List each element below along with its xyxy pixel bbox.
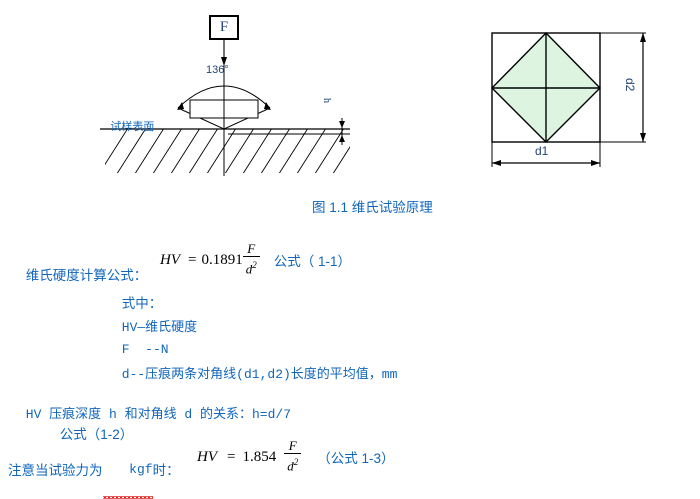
equation-2-equals: = [227,448,236,465]
d2-arrow-bottom [640,133,646,142]
d2-arrow-top [640,33,646,42]
figure-caption: 图 1.1 维氏试验原理 [312,200,433,215]
specimen-hatching [105,129,350,173]
angle-label: 136° [206,64,229,76]
force-arrow-head [221,57,227,66]
note-unit: kgf [129,462,153,477]
equation-2-coefficient: 1.854 [242,448,277,465]
equation-2-numerator: F [288,438,297,453]
force-label: F [219,19,229,35]
equation-2-lhs: HV [197,448,217,465]
d1-arrow-left [492,160,501,166]
equation-2-reference: （公式 1-3） [317,451,395,467]
relation-line-text: HV 压痕深度 h 和对角线 d 的关系：h=d/7 [25,407,291,422]
definition-hv: HV—维氏硬度 [121,320,198,335]
equation-2-fraction: F d2 [284,438,302,474]
equation-1-equals: = [188,251,197,268]
relation-line-reference: 公式（1-2） [59,427,134,442]
note-suffix: 时： [152,463,180,478]
specimen-surface-label: 试样表面 [110,121,155,133]
equation-1-denominator: d2 [245,260,257,277]
where-label: 式中： [121,296,163,311]
formula-intro-label: 维氏硬度计算公式： [25,268,148,283]
equation-2-exponent: 2 [293,457,299,467]
relation-line: HV 压痕深度 h 和对角线 d 的关系：h=d/7 公式（1-2） [8,385,291,462]
equation-1: HV = 0.1891 F d2 公式（ 1-1） [160,241,351,277]
equation-1-lhs: HV [160,251,180,268]
depth-arrow-top [339,121,345,128]
d1-arrow-right [591,160,600,166]
definition-f: F --N [121,342,169,357]
figure-vickers-principle: F 136° 试样表面 h [0,0,700,185]
equation-1-coefficient: 0.1891 [201,251,243,268]
equation-1-reference: 公式（ 1-1） [273,254,351,270]
equation-1-numerator: F [247,241,256,256]
equation-1-fraction-bar [242,256,260,257]
equation-2-denominator: d2 [287,457,299,474]
equation-2-fraction-bar [284,453,302,454]
depth-label: h [321,98,332,103]
equation-1-exponent: 2 [252,260,257,270]
depth-arrow-bottom [339,135,345,142]
equation-1-fraction: F d2 [242,241,260,277]
indentation-diamond-diagram [491,32,646,167]
d2-label: d2 [623,78,637,92]
note-prefix: 注意当试验力为 [8,463,103,478]
d1-label: d1 [535,144,549,158]
indenter-cross-section-diagram [100,15,350,176]
equation-2: HV = 1.854 F d2 （公式 1-3） [197,438,395,474]
definition-d: d--压痕两条对角线(d1,d2)长度的平均值，mm [121,367,398,382]
note-line: 注意当试验力为 kgf 时： [8,442,180,499]
note-unit-spellcheck: kgf [102,442,153,499]
